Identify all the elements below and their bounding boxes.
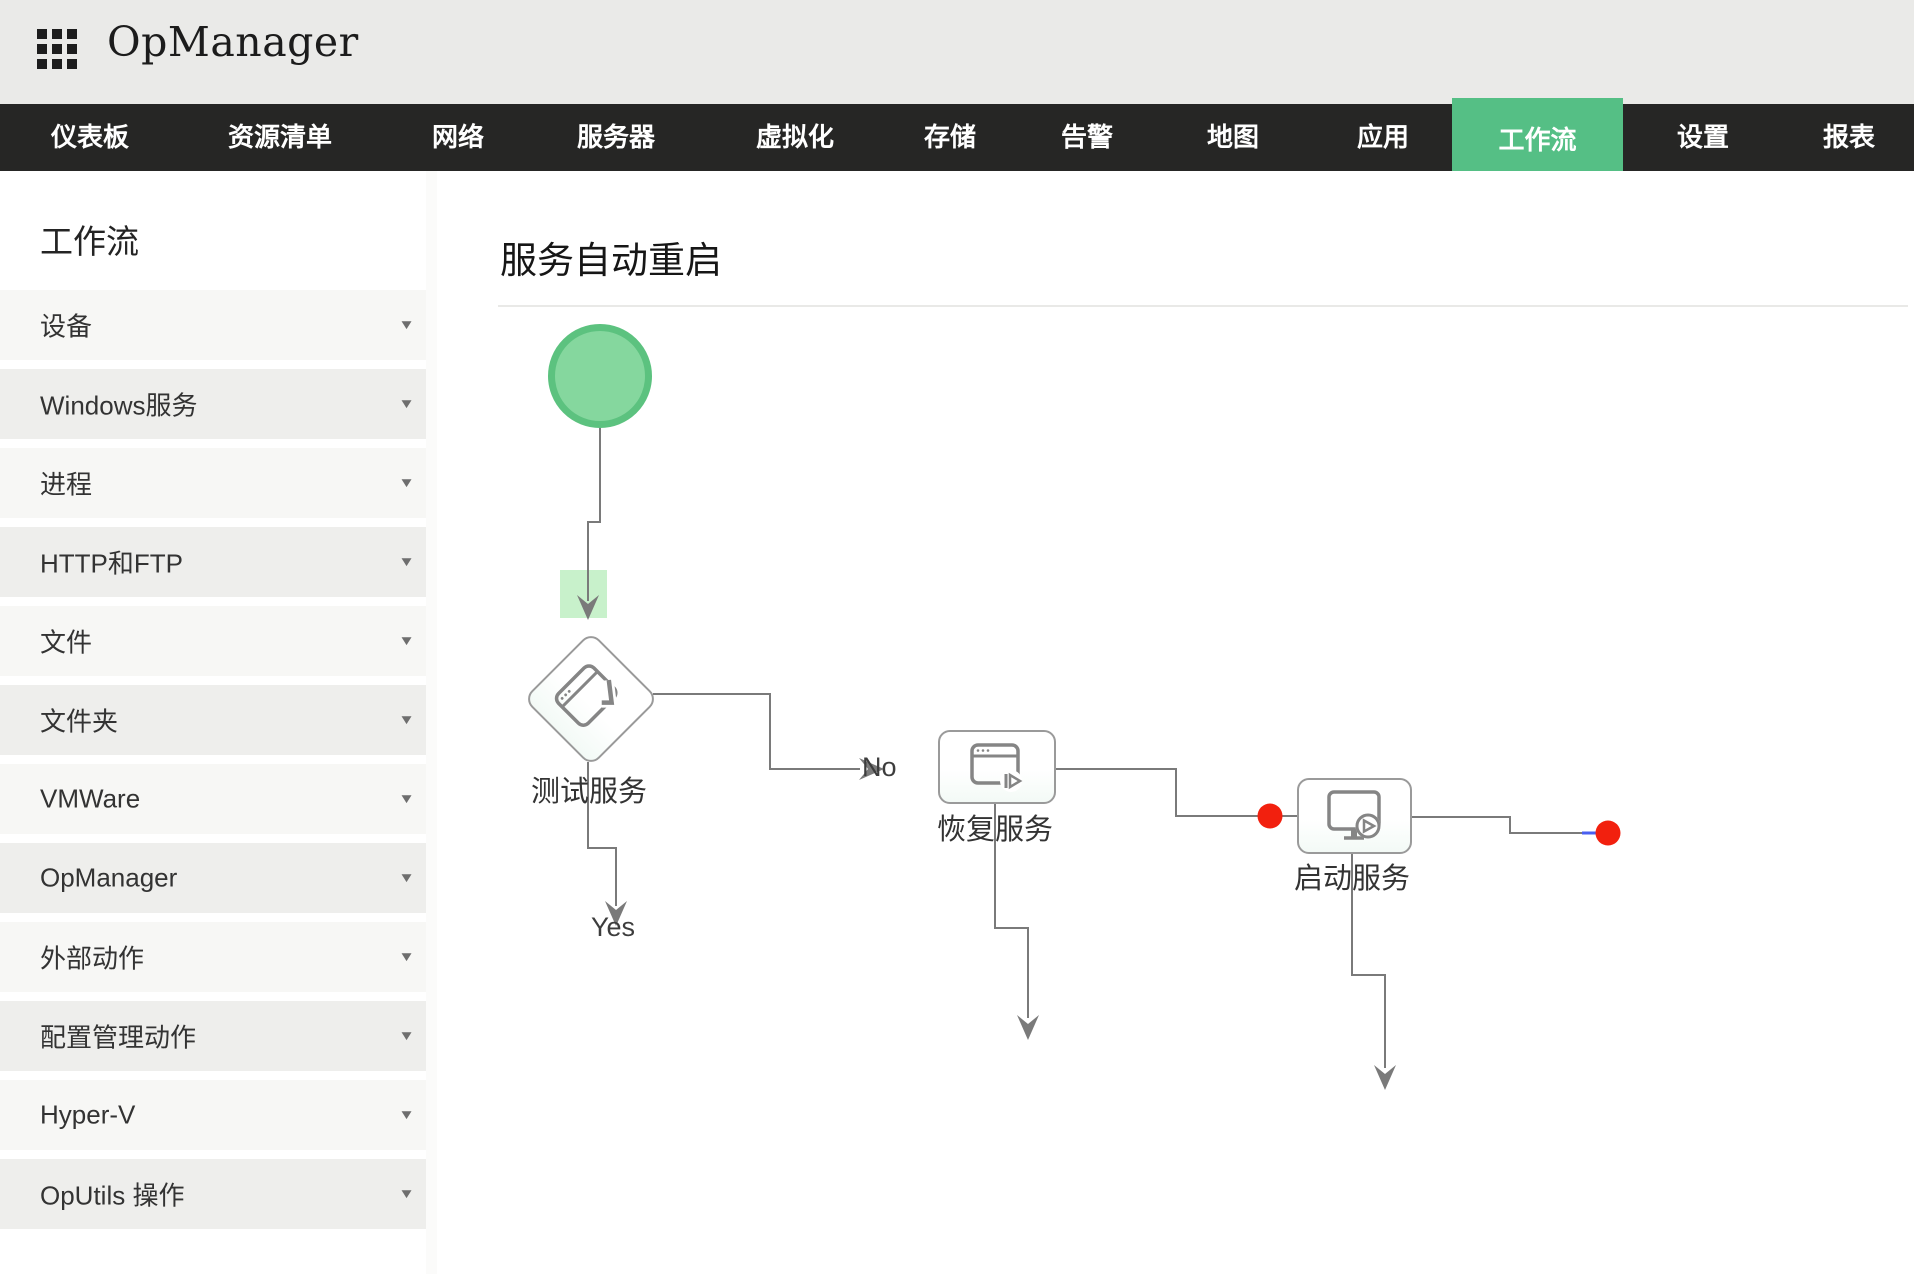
window-play-icon	[970, 743, 1023, 792]
nav-item-alerts[interactable]: 告警	[1060, 122, 1114, 152]
sidebar-item-hyperv[interactable]: Hyper-V ▼	[0, 1080, 437, 1150]
dropdown-caret-icon[interactable]: ▼	[398, 712, 415, 728]
sidebar-item-config-actions[interactable]: 配置管理动作 ▼	[0, 1001, 437, 1071]
sidebar-item-http-ftp[interactable]: HTTP和FTP ▼	[0, 527, 437, 597]
nav-item-server[interactable]: 服务器	[576, 122, 656, 152]
sidebar-item-label: 文件	[40, 627, 93, 658]
main-nav: 仪表板 资源清单 网络 服务器 虚拟化 存储 告警 地图 应用 工作流 设置 报…	[0, 98, 1914, 171]
sidebar-item-label: 配置管理动作	[40, 1022, 197, 1053]
sidebar-title: 工作流	[40, 223, 139, 260]
dropdown-caret-icon[interactable]: ▼	[398, 633, 415, 649]
sidebar-item-label: Windows服务	[40, 390, 198, 421]
nav-item-storage[interactable]: 存储	[923, 122, 977, 152]
monitor-play-icon	[1326, 790, 1381, 840]
connector-recover-to-start-service	[1052, 768, 1297, 817]
title-divider	[498, 305, 1908, 307]
connector-test-no	[653, 693, 860, 770]
sidebar-item-label: HTTP和FTP	[40, 548, 183, 579]
dropdown-caret-icon[interactable]: ▼	[398, 475, 415, 491]
nav-item-virtualization[interactable]: 虚拟化	[755, 122, 835, 152]
endpoint-dot[interactable]	[1595, 820, 1621, 846]
nav-item-reports[interactable]: 报表	[1822, 122, 1876, 152]
dropdown-caret-icon[interactable]: ▼	[398, 1186, 415, 1202]
sidebar-item-label: 设备	[40, 311, 93, 342]
sidebar-item-external-actions[interactable]: 外部动作 ▼	[0, 922, 437, 992]
dropdown-caret-icon[interactable]: ▼	[398, 317, 415, 333]
app-header: OpManager	[0, 0, 1914, 104]
node-label-test-service: 测试服务	[530, 776, 647, 808]
arrowhead-down-icon	[1374, 1065, 1396, 1090]
sidebar-item-label: 外部动作	[40, 943, 145, 974]
node-label-recover-service: 恢复服务	[936, 814, 1053, 846]
edge-label-no: No	[862, 752, 897, 782]
app-grid-icon[interactable]	[37, 29, 81, 73]
workflow-title: 服务自动重启	[500, 240, 722, 281]
start-node[interactable]	[548, 324, 652, 428]
dropdown-caret-icon[interactable]: ▼	[398, 396, 415, 412]
sidebar-item-label: 文件夹	[40, 706, 119, 737]
edge-label-yes: Yes	[591, 912, 636, 942]
sidebar-item-files[interactable]: 文件 ▼	[0, 606, 437, 676]
node-label-start-service: 启动服务	[1293, 863, 1410, 895]
nav-item-network[interactable]: 网络	[431, 122, 485, 152]
drop-target-highlight	[560, 570, 607, 618]
sidebar-list: 设备 ▼ Windows服务 ▼ 进程 ▼ HTTP和FTP ▼ 文件 ▼ 文件…	[0, 290, 437, 1238]
nav-item-workflow[interactable]: 工作流	[1452, 98, 1623, 171]
dropdown-caret-icon[interactable]: ▼	[398, 1107, 415, 1123]
nav-item-dashboard[interactable]: 仪表板	[50, 122, 130, 152]
sidebar-item-label: VMWare	[40, 783, 141, 814]
dropdown-caret-icon[interactable]: ▼	[398, 791, 415, 807]
connector-start-service-out	[1408, 816, 1590, 834]
dropdown-caret-icon[interactable]: ▼	[398, 554, 415, 570]
nav-item-maps[interactable]: 地图	[1206, 122, 1260, 152]
sidebar-item-label: OpManager	[40, 862, 178, 893]
sidebar-scrollbar[interactable]	[426, 171, 437, 1274]
node-start-service[interactable]	[1297, 778, 1412, 854]
dropdown-caret-icon[interactable]: ▼	[398, 949, 415, 965]
sidebar-item-label: OpUtils 操作	[40, 1180, 185, 1211]
sidebar-item-folders[interactable]: 文件夹 ▼	[0, 685, 437, 755]
sidebar-item-label: 进程	[40, 469, 93, 500]
app-logo[interactable]: OpManager	[107, 18, 359, 66]
sidebar-item-devices[interactable]: 设备 ▼	[0, 290, 437, 360]
nav-item-inventory[interactable]: 资源清单	[227, 122, 333, 152]
nav-item-settings[interactable]: 设置	[1676, 122, 1730, 152]
nav-item-apps[interactable]: 应用	[1356, 122, 1410, 152]
sidebar-item-windows-services[interactable]: Windows服务 ▼	[0, 369, 437, 439]
dropdown-caret-icon[interactable]: ▼	[398, 1028, 415, 1044]
window-check-icon	[554, 664, 618, 727]
dropdown-caret-icon[interactable]: ▼	[398, 870, 415, 886]
sidebar-item-vmware[interactable]: VMWare ▼	[0, 764, 437, 834]
node-recover-service[interactable]	[938, 730, 1056, 804]
sidebar: 工作流 设备 ▼ Windows服务 ▼ 进程 ▼ HTTP和FTP ▼ 文件 …	[0, 171, 437, 1274]
arrowhead-down-icon	[1017, 1015, 1039, 1040]
sidebar-item-processes[interactable]: 进程 ▼	[0, 448, 437, 518]
sidebar-item-oputils[interactable]: OpUtils 操作 ▼	[0, 1159, 437, 1229]
sidebar-item-opmanager[interactable]: OpManager ▼	[0, 843, 437, 913]
sidebar-item-label: Hyper-V	[40, 1099, 136, 1130]
endpoint-dot[interactable]	[1257, 803, 1283, 829]
